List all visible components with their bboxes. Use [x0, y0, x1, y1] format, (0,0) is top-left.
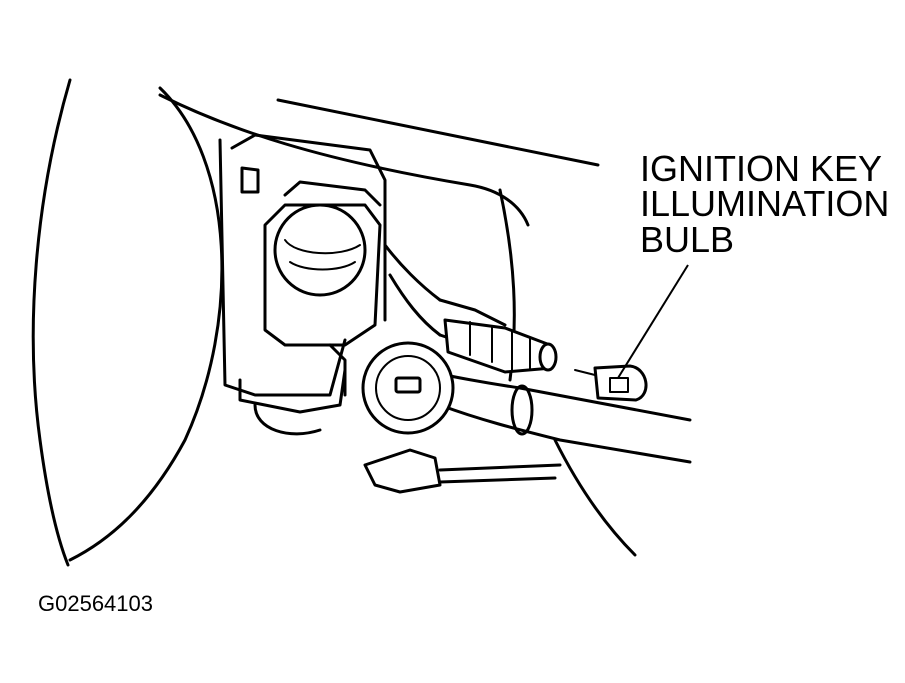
callout-line-1: IGNITION KEY [640, 148, 882, 189]
tilt-lever [363, 448, 562, 494]
callout-label: IGNITION KEY ILLUMINATION BULB [640, 148, 899, 260]
steering-column-housing [218, 133, 387, 436]
illumination-bulb-icon [574, 364, 648, 402]
callout-leader-line [617, 264, 689, 379]
steering-wheel [31, 78, 224, 567]
bulb-socket-connector [443, 318, 558, 374]
figure-id: G02564103 [38, 591, 153, 616]
callout-line-2: ILLUMINATION [640, 183, 889, 224]
ignition-key-cylinder [361, 341, 455, 435]
column-tube [438, 373, 692, 464]
callout-line-3: BULB [640, 219, 734, 260]
key-cylinder-dome [273, 203, 367, 297]
dashboard-edge [158, 93, 637, 557]
